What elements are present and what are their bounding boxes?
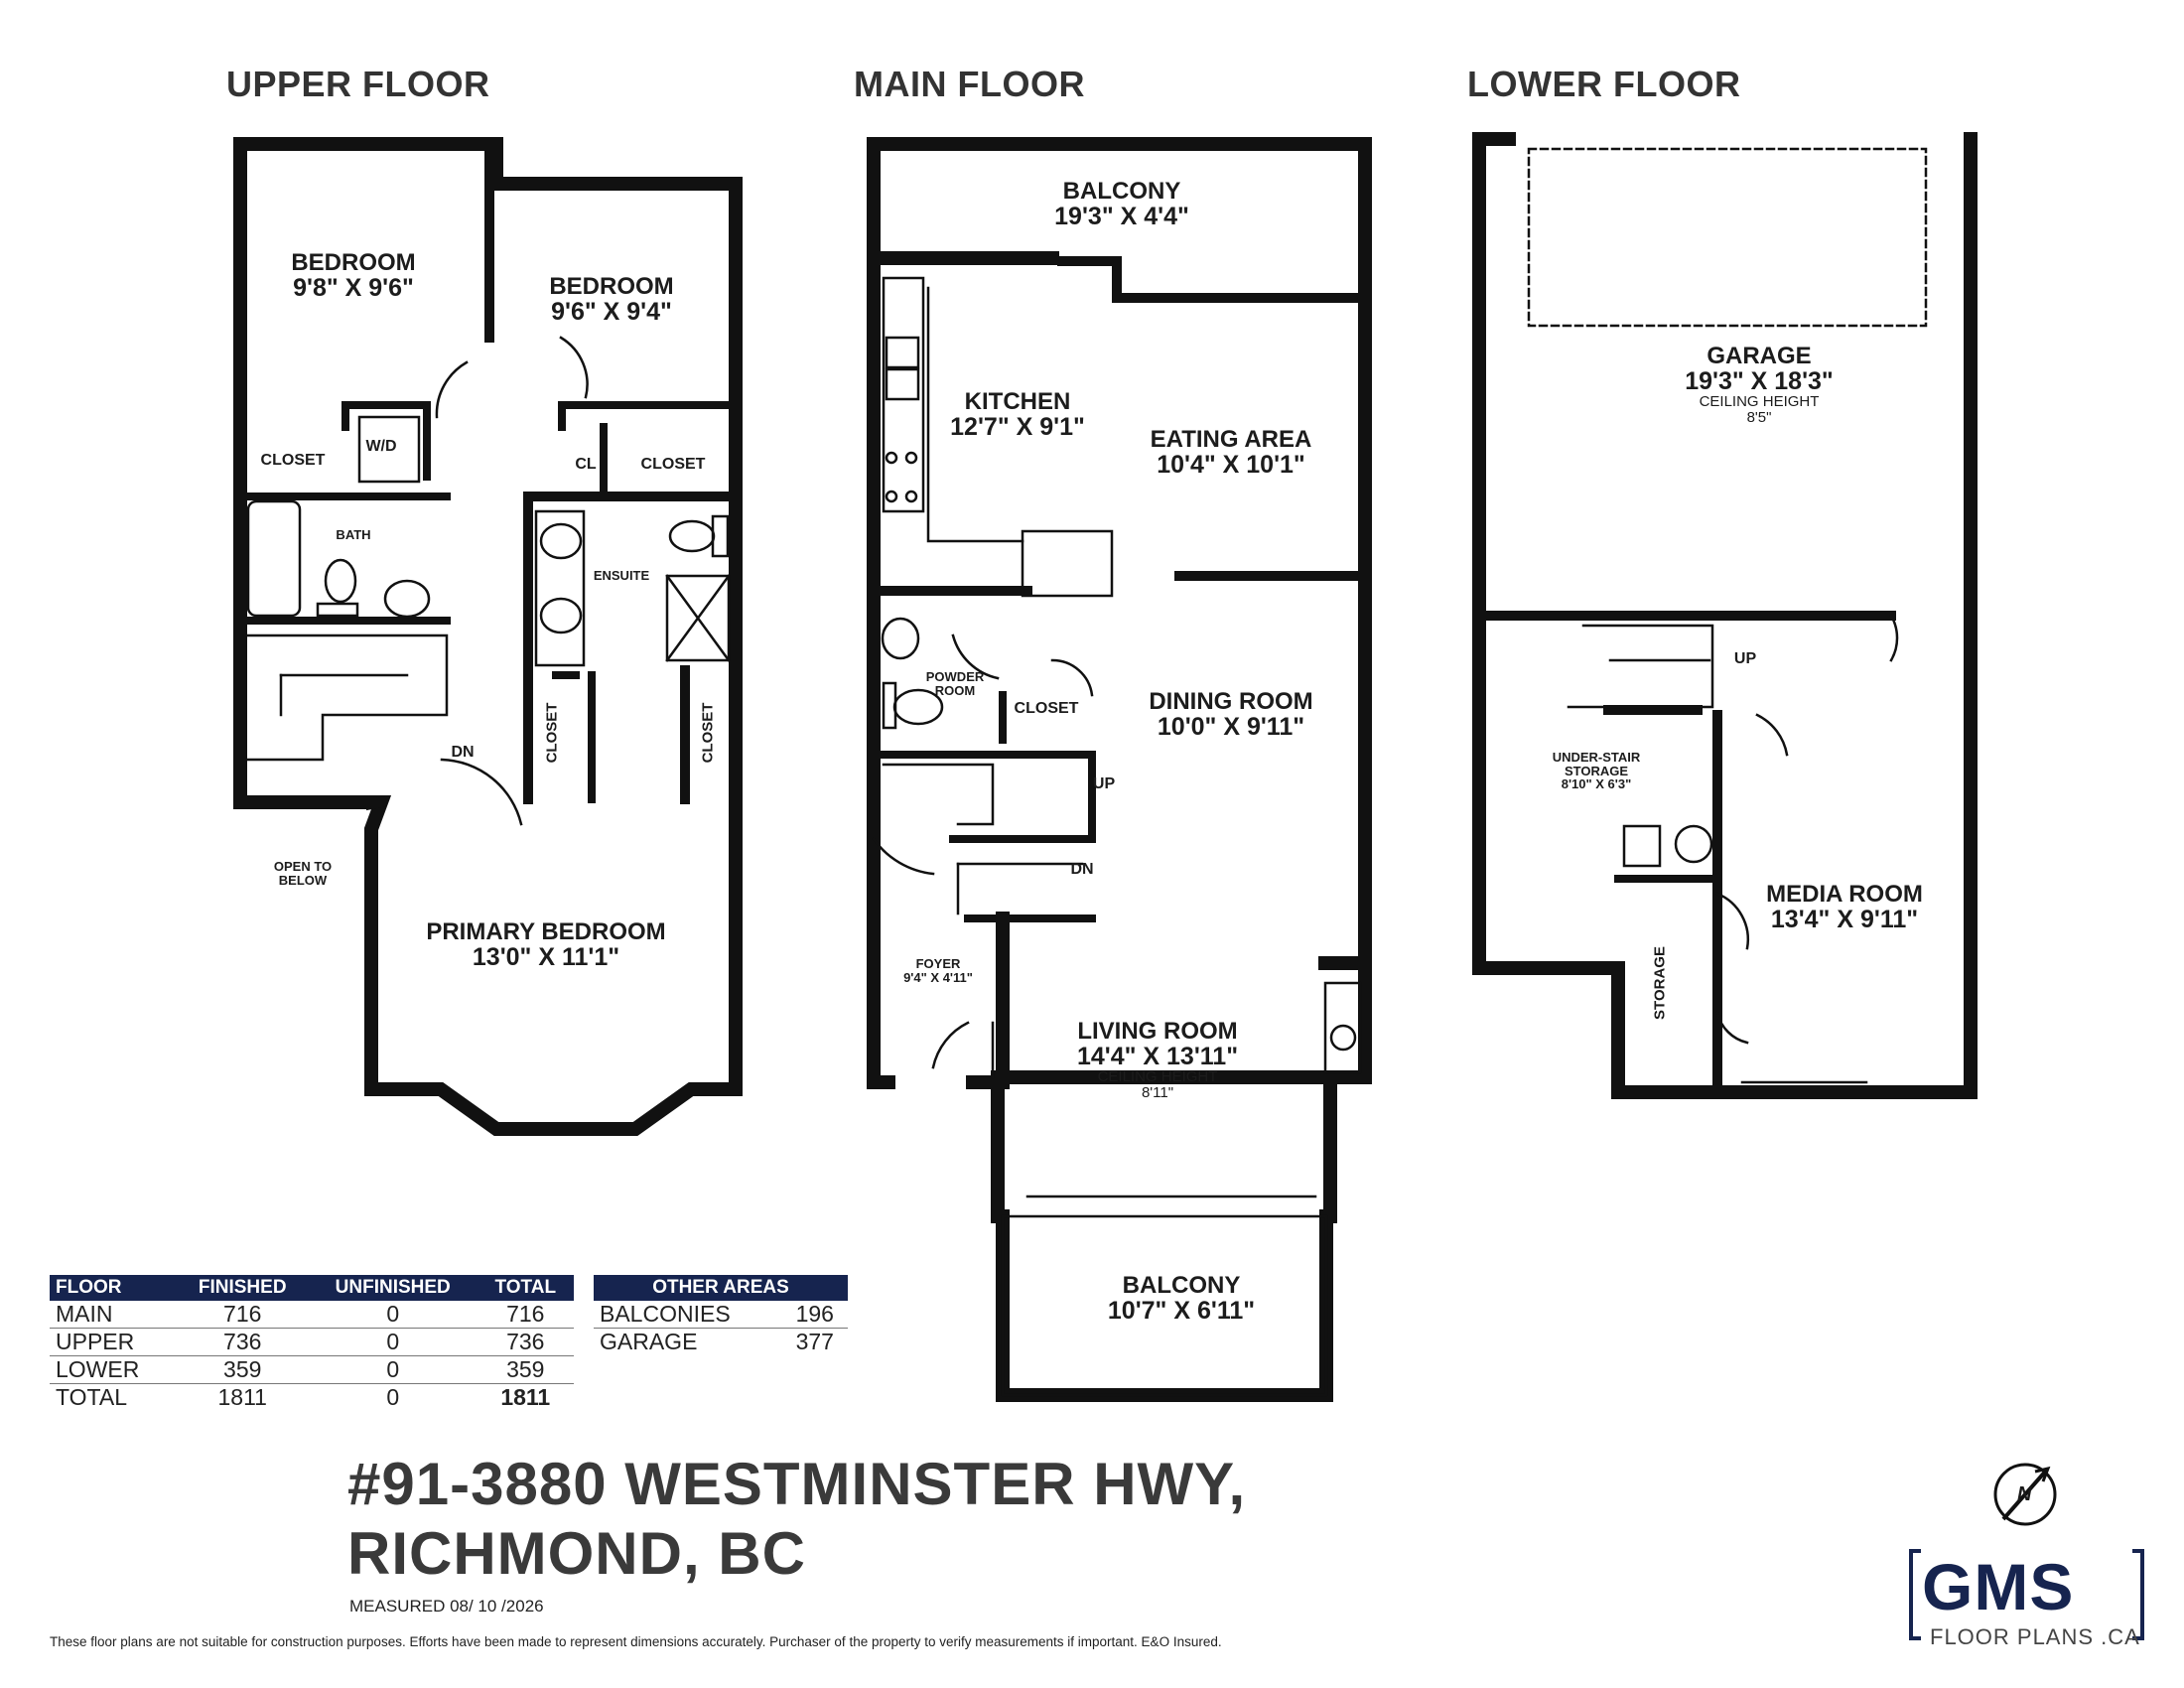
- table-row: BALCONIES 196: [594, 1301, 848, 1329]
- upper-bedroom-1-label: BEDROOM 9'8" X 9'6": [291, 249, 416, 303]
- address-line-2: RICHMOND, BC: [347, 1520, 806, 1587]
- washer-dryer-label: W/D: [365, 438, 397, 455]
- compass-letter: N: [2017, 1483, 2032, 1505]
- under-stair-storage-label: UNDER-STAIR STORAGE 8'10" X 6'3": [1552, 750, 1641, 792]
- table-row: GARAGE 377: [594, 1329, 848, 1356]
- table-row-total: TOTAL 1811 0 1811: [50, 1384, 574, 1412]
- gms-logo-frame: [1909, 1549, 2144, 1640]
- main-floor-title: MAIN FLOOR: [854, 64, 1085, 104]
- living-room-label: LIVING ROOM 14'4" X 13'11" CEILING HEIGH…: [1076, 1018, 1239, 1102]
- table-cell: 736: [176, 1328, 309, 1356]
- table-cell: 0: [386, 1384, 400, 1410]
- table-cell: BALCONIES: [594, 1301, 782, 1329]
- dining-room-label: DINING ROOM 10'0" X 9'11": [1149, 688, 1313, 742]
- bath-label: BATH: [336, 527, 371, 542]
- disclaimer: These floor plans are not suitable for c…: [50, 1634, 1222, 1649]
- table-row: MAIN 716 0 716: [50, 1301, 574, 1329]
- address-line-1: #91-3880 WESTMINSTER HWY,: [347, 1451, 1247, 1517]
- lower-floor-title: LOWER FLOOR: [1467, 64, 1741, 104]
- table-cell: MAIN: [50, 1301, 177, 1329]
- table-cell: TOTAL: [56, 1384, 127, 1410]
- main-balcony-bottom-label: BALCONY 10'7" X 6'11": [1107, 1272, 1256, 1326]
- table-cell: UPPER: [50, 1328, 177, 1356]
- upper-cl-label: CL: [575, 456, 597, 473]
- kitchen-label: KITCHEN 12'7" X 9'1": [950, 388, 1085, 442]
- upper-closet-1-label: CLOSET: [260, 452, 326, 469]
- area-table-header: FLOOR FINISHED UNFINISHED TOTAL: [50, 1275, 574, 1301]
- garage-label: GARAGE 19'3" X 18'3" CEILING HEIGHT 8'5": [1685, 343, 1834, 427]
- upper-bedroom-1-dims: 9'8" X 9'6": [293, 274, 414, 303]
- primary-bedroom-label: PRIMARY BEDROOM 13'0" X 11'1": [426, 918, 666, 972]
- area-table: FLOOR FINISHED UNFINISHED TOTAL MAIN 716…: [50, 1275, 574, 1411]
- table-cell: 0: [308, 1301, 478, 1329]
- table-cell-total-sum: 1811: [500, 1384, 551, 1410]
- table-cell: 716: [477, 1301, 574, 1329]
- area-header-finished: FINISHED: [176, 1275, 309, 1301]
- powder-room-label: POWDER ROOM: [925, 669, 985, 698]
- main-floor-fixtures: [872, 276, 1362, 1397]
- table-cell: 1811: [217, 1384, 267, 1410]
- table-row: UPPER 736 0 736: [50, 1328, 574, 1356]
- table-cell: GARAGE: [600, 1329, 698, 1354]
- table-cell: 359: [477, 1355, 574, 1384]
- measured-date: MEASURED 08/ 10 /2026: [349, 1597, 544, 1616]
- upper-bedroom-2-label: BEDROOM 9'6" X 9'4": [549, 273, 674, 327]
- upper-bedroom-2-name: BEDROOM: [549, 273, 674, 300]
- lower-floor-fixtures: [1527, 147, 1928, 1084]
- table-cell: 196: [781, 1301, 848, 1329]
- lower-floor-plan: [1472, 132, 1978, 1099]
- open-to-below-label: OPEN TO BELOW: [273, 859, 333, 888]
- area-header-unfinished: UNFINISHED: [308, 1275, 478, 1301]
- table-cell: 0: [308, 1355, 478, 1384]
- upper-floor-plan: [233, 137, 743, 1136]
- main-dn-label: DN: [1070, 861, 1094, 878]
- other-areas-header-row: OTHER AREAS: [594, 1275, 848, 1301]
- upper-closet-2-label: CLOSET: [640, 456, 706, 473]
- compass-icon: [1993, 1463, 2057, 1526]
- table-cell: 716: [176, 1301, 309, 1329]
- media-room-label: MEDIA ROOM 13'4" X 9'11": [1766, 881, 1923, 934]
- eating-area-label: EATING AREA 10'4" X 10'1": [1150, 426, 1312, 480]
- main-closet-label: CLOSET: [1014, 700, 1079, 717]
- upper-dn-label: DN: [451, 744, 475, 761]
- lower-up-label: UP: [1733, 650, 1757, 667]
- table-cell: 0: [308, 1328, 478, 1356]
- gms-logo: GMS: [1922, 1550, 2075, 1623]
- lower-storage-label: STORAGE: [1651, 946, 1669, 1020]
- main-floor-plan: [867, 137, 1372, 1402]
- upper-closet-4-label: CLOSET: [699, 702, 717, 764]
- area-header-floor: FLOOR: [50, 1275, 177, 1301]
- table-cell: LOWER: [50, 1355, 177, 1384]
- area-header-total: TOTAL: [477, 1275, 574, 1301]
- upper-floor-fixtures: [246, 336, 731, 826]
- other-areas-header: OTHER AREAS: [594, 1275, 848, 1301]
- table-cell: 359: [176, 1355, 309, 1384]
- main-balcony-top-label: BALCONY 19'3" X 4'4": [1054, 178, 1189, 231]
- table-cell: 377: [795, 1329, 834, 1354]
- upper-bedroom-2-dims: 9'6" X 9'4": [551, 298, 672, 327]
- gms-logo-subtitle: FLOOR PLANS .CA: [1930, 1624, 2140, 1649]
- other-areas-table: OTHER AREAS BALCONIES 196 GARAGE 377: [594, 1275, 848, 1355]
- upper-floor-title: UPPER FLOOR: [226, 64, 490, 104]
- ensuite-label: ENSUITE: [593, 568, 650, 583]
- table-row: LOWER 359 0 359: [50, 1355, 574, 1384]
- table-cell: 736: [477, 1328, 574, 1356]
- main-up-label: UP: [1092, 775, 1116, 792]
- upper-bedroom-1-name: BEDROOM: [291, 249, 416, 276]
- upper-closet-3-label: CLOSET: [543, 702, 561, 764]
- foyer-label: FOYER 9'4" X 4'11": [903, 956, 973, 985]
